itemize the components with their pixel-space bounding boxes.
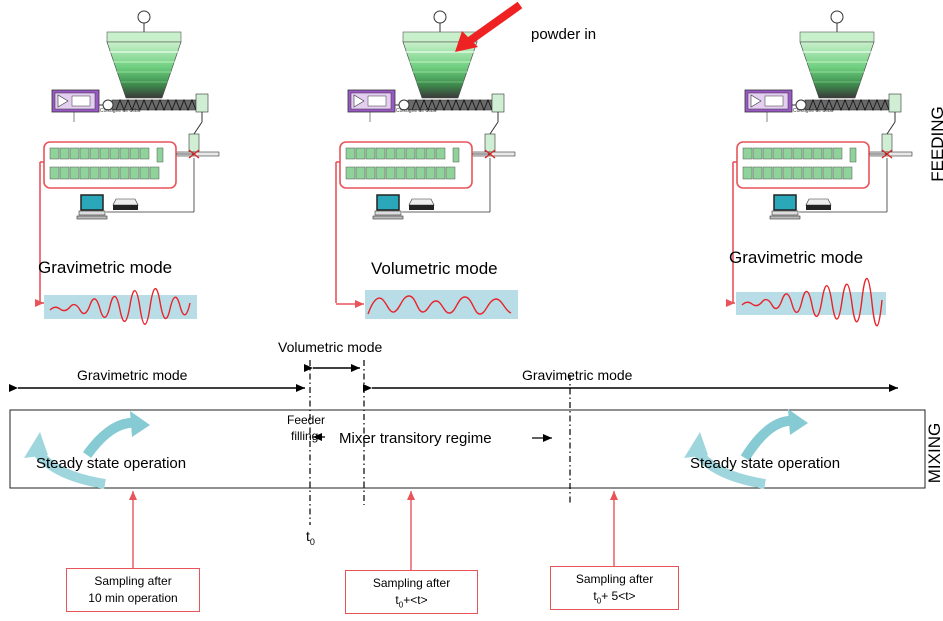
sampling-box-1: Sampling after 10 min operation xyxy=(66,568,200,612)
signal-strip-1 xyxy=(35,288,197,325)
signal-strip-2 xyxy=(336,290,518,319)
sampling-1-line2: 10 min operation xyxy=(88,591,178,605)
sampling-3-line2: t0+ 5<t> xyxy=(551,588,678,609)
consigne-label-2: Consigne de débit xyxy=(396,108,437,114)
sampling-box-2: Sampling after t0+<t> xyxy=(345,570,478,614)
sampling-1-line1: Sampling after xyxy=(94,574,172,588)
sampling-2-rest: +<t> xyxy=(403,593,428,607)
feeding-label: FEEDING xyxy=(928,106,943,182)
t0-letter: t xyxy=(306,528,310,544)
sampling-3-sub: 0 xyxy=(596,596,602,606)
steady-state-right-label: Steady state operation xyxy=(690,455,841,472)
powder-in-label: powder in xyxy=(531,26,597,43)
sampling-3-line1: Sampling after xyxy=(575,572,654,586)
sampling-2-line1: Sampling after xyxy=(372,576,451,590)
transitory-label: Mixer transitory regime xyxy=(339,430,492,447)
powder-in-arrow xyxy=(465,1,523,46)
steady-state-left-label: Steady state operation xyxy=(36,455,187,472)
sampling-3-t: t xyxy=(593,589,597,603)
signal-strip-3 xyxy=(726,277,886,327)
feeder-filling-label-1: Feeder xyxy=(287,413,326,427)
sampling-3-rest: + 5<t> xyxy=(601,589,636,603)
sampling-2-line2: t0+<t> xyxy=(346,592,477,613)
feeder-1-mode-label: Gravimetric mode xyxy=(38,258,173,277)
cycle-arrows-right xyxy=(684,409,808,489)
timeline-volumetric-label: Volumetric mode xyxy=(278,339,383,355)
feeder-2-mode-label: Volumetric mode xyxy=(371,259,498,278)
t0-label: t0 xyxy=(306,528,315,547)
t0-subscript: 0 xyxy=(309,536,315,547)
mixing-label: MIXING xyxy=(925,422,943,484)
feeder-3-mode-label: Gravimetric mode xyxy=(729,248,864,267)
sampling-box-3: Sampling after t0+ 5<t> xyxy=(550,566,679,610)
sampling-2-t: t xyxy=(395,593,399,607)
consigne-label-3: Consigne de débit xyxy=(793,108,834,114)
timeline-grav-left-label: Gravimetric mode xyxy=(77,367,188,383)
consigne-label-1: Consigne de débit xyxy=(100,108,141,114)
feeder-filling-label-2: filling xyxy=(291,429,319,443)
sampling-2-sub: 0 xyxy=(398,600,404,610)
cycle-arrows-left xyxy=(24,411,150,489)
timeline-grav-right-label: Gravimetric mode xyxy=(522,367,633,383)
